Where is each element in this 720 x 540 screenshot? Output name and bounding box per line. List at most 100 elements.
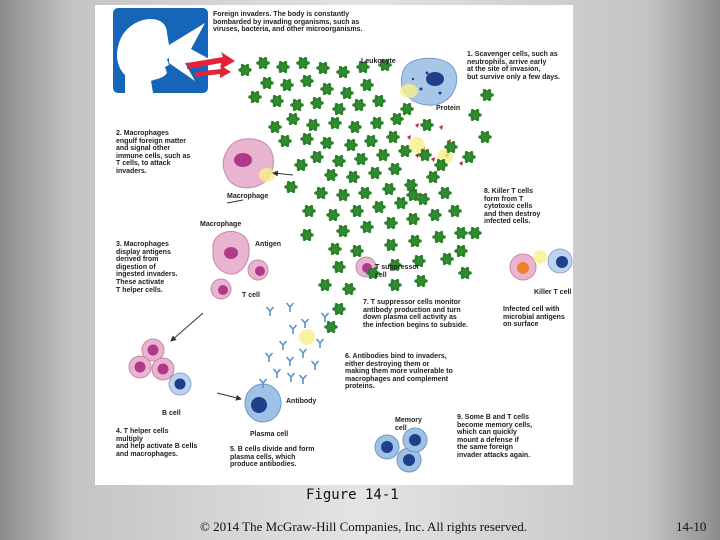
invader-organism	[248, 91, 262, 103]
invader-organism	[332, 261, 346, 273]
invader-organism	[328, 117, 342, 129]
leukocyte-label: Leukocyte	[361, 58, 396, 66]
memory-cell-label: Memory cell	[395, 417, 422, 432]
invader-organisms	[238, 57, 494, 333]
invader-organism	[280, 79, 294, 91]
complement-protein-mark	[439, 125, 443, 130]
invader-organism	[268, 121, 282, 133]
antigen-label: Antigen	[255, 241, 281, 249]
antibody-y-shape	[322, 313, 329, 322]
antibody-y-shape	[274, 369, 281, 378]
invader-organism	[426, 171, 440, 183]
invader-organism	[372, 95, 386, 107]
page-number: 14-10	[676, 519, 706, 535]
antibody-y-shape	[317, 339, 324, 348]
invader-organism	[332, 155, 346, 167]
t-cell-label: T cell	[242, 292, 260, 300]
invader-organism	[388, 279, 402, 291]
invader-organism	[438, 187, 452, 199]
invader-organism	[388, 163, 402, 175]
killer-t-and-infected-cell	[510, 249, 572, 280]
invader-organism	[316, 62, 330, 74]
invader-organism	[382, 183, 396, 195]
invader-organism	[276, 61, 290, 73]
invader-organism	[384, 217, 398, 229]
step-9-text: 9. Some B and T cells become memory cell…	[457, 414, 532, 460]
invader-organism	[394, 197, 408, 209]
invader-organism	[342, 283, 356, 295]
step-3-text: 3. Macrophages display antigens derived …	[116, 241, 177, 294]
invader-organism	[344, 139, 358, 151]
invader-organism	[454, 227, 468, 239]
b-cell-label: B cell	[162, 410, 181, 418]
invader-organism	[468, 109, 482, 121]
invader-organism	[432, 231, 446, 243]
antibody-y-shape	[302, 319, 309, 328]
invader-organism	[462, 151, 476, 163]
antibody-bound-invader	[299, 329, 315, 345]
step-5-text: 5. B cells divide and form plasma cells,…	[230, 446, 314, 469]
invader-organism	[350, 205, 364, 217]
invader-organism	[320, 83, 334, 95]
invader-organism	[360, 221, 374, 233]
invader-organism	[296, 57, 310, 69]
invader-organism	[284, 181, 298, 193]
protein-label: Protein	[436, 105, 460, 113]
invader-organism	[346, 171, 360, 183]
invader-organism	[340, 87, 354, 99]
complement-protein-mark	[407, 135, 411, 140]
immune-response-figure: Foreign invaders. The body is constantly…	[95, 5, 573, 485]
invader-organism	[458, 267, 472, 279]
invader-organism	[300, 229, 314, 241]
invader-organism	[400, 103, 414, 115]
invader-organism	[368, 167, 382, 179]
invader-organism	[354, 153, 368, 165]
t-helper-cluster	[129, 339, 191, 395]
invader-organism	[360, 79, 374, 91]
invader-organism	[352, 99, 366, 111]
invader-organism	[364, 135, 378, 147]
invader-organism	[294, 159, 308, 171]
invader-organism	[238, 64, 252, 76]
step-4-text: 4. T helper cells multiply and help acti…	[116, 428, 197, 458]
step-2-text: 2. Macrophages engulf foreign matter and…	[116, 130, 190, 176]
invader-organism	[256, 57, 270, 69]
invader-organism	[314, 187, 328, 199]
antibody-y-shape	[290, 325, 297, 334]
copyright-notice: © 2014 The McGraw-Hill Companies, Inc. A…	[200, 519, 527, 535]
invader-organism	[270, 95, 284, 107]
invader-organism	[420, 119, 434, 131]
antibody-y-shape	[300, 349, 307, 358]
step-7-text: 7. T suppressor cells monitor antibody p…	[363, 299, 468, 329]
macrophage-cell	[223, 139, 275, 188]
plasma-cell	[245, 384, 281, 422]
macrophage-label-2: Macrophage	[200, 221, 241, 229]
invader-organism	[358, 187, 372, 199]
invader-organism	[306, 119, 320, 131]
invader-organism	[454, 245, 468, 257]
invader-organism	[406, 213, 420, 225]
invader-organism	[286, 113, 300, 125]
infected-cell-label: Infected cell with microbial antigens on…	[503, 306, 565, 329]
macrophage-label: Macrophage	[227, 193, 268, 201]
step-6-text: 6. Antibodies bind to invaders, either d…	[345, 353, 453, 391]
antibody-y-shape	[287, 303, 294, 312]
invader-organism	[448, 205, 462, 217]
complement-protein-mark	[415, 123, 419, 128]
antibody-y-shape	[267, 307, 274, 316]
invader-organism	[350, 245, 364, 257]
invader-organism	[336, 189, 350, 201]
flow-arrows	[171, 173, 293, 399]
invader-organism	[468, 227, 482, 239]
antibody-label: Antibody	[286, 398, 316, 406]
invader-organism	[348, 121, 362, 133]
invader-organism	[318, 279, 332, 291]
invader-organism	[300, 133, 314, 145]
killer-t-label: Killer T cell	[534, 289, 571, 297]
invader-organism	[336, 225, 350, 237]
invader-organism	[376, 149, 390, 161]
invader-organism	[324, 169, 338, 181]
t-suppressor-label: T suppressor cell	[375, 264, 419, 279]
invader-organism	[478, 131, 492, 143]
invader-organism	[390, 113, 404, 125]
